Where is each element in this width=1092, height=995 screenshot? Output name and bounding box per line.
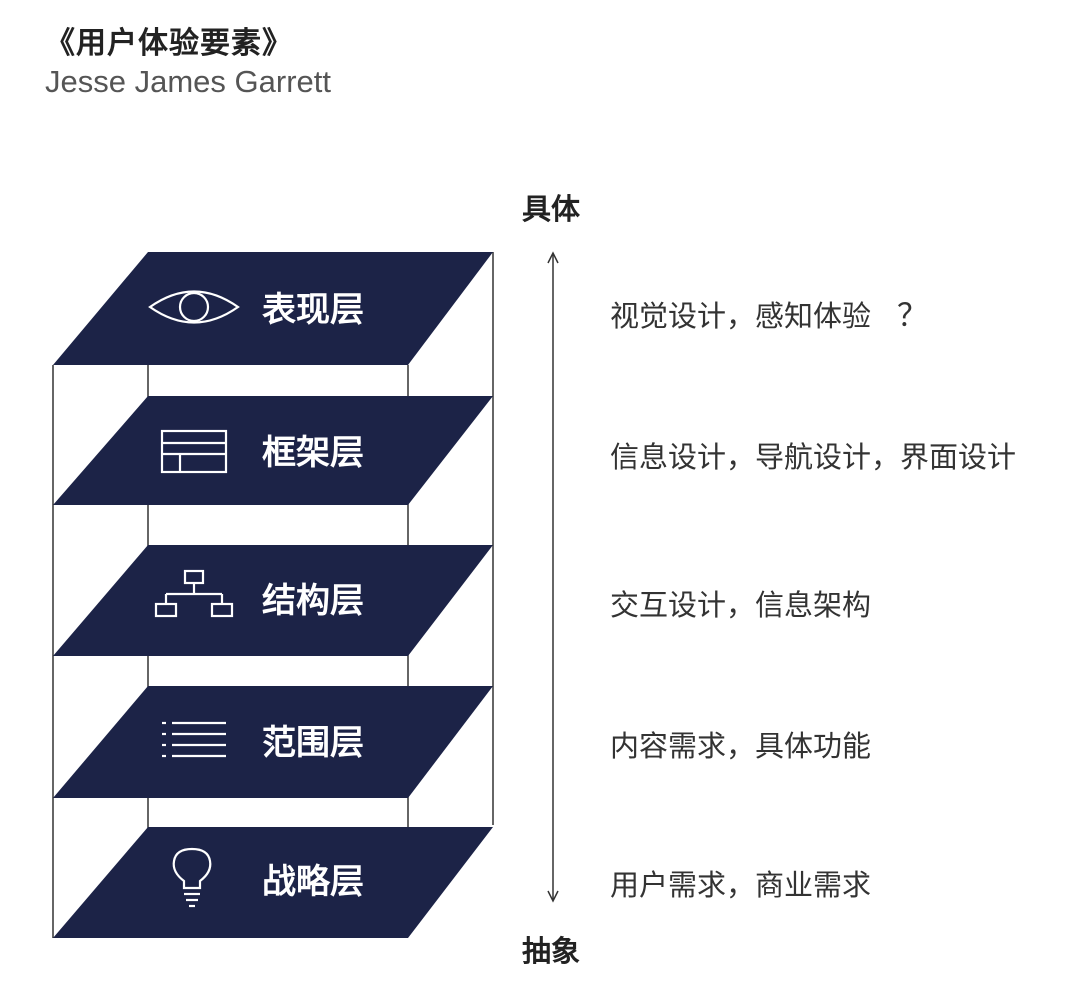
layer-surface-label: 表现层 — [262, 290, 364, 330]
arrow-up-icon — [547, 251, 559, 264]
layer-scope-description: 内容需求，具体功能 — [610, 729, 872, 763]
layer-scope-label: 范围层 — [262, 723, 364, 763]
layer-strategy-description: 用户需求，商业需求 — [610, 868, 872, 902]
eye-icon — [148, 290, 240, 324]
layer-strategy-label: 战略层 — [262, 862, 364, 902]
lightbulb-icon — [172, 847, 212, 908]
layer-strategy: 战略层 — [53, 827, 493, 938]
layer-skeleton-plane — [53, 396, 493, 505]
question-mark: ？ — [897, 298, 929, 334]
layer-surface: 表现层 — [53, 252, 493, 365]
axis-bottom-label: 抽象 — [522, 934, 581, 968]
book-title: 《用户体验要素》 — [45, 26, 293, 61]
layer-surface-description-text: 视觉设计，感知体验 — [610, 299, 872, 333]
layer-surface-description: 视觉设计，感知体验 ？ — [610, 290, 928, 335]
layer-surface-plane — [53, 252, 493, 365]
axis-top-label: 具体 — [522, 192, 581, 226]
layer-structure: 结构层 — [53, 545, 493, 656]
author-name: Jesse James Garrett — [45, 64, 331, 99]
layer-scope-plane — [53, 686, 493, 798]
layer-structure-plane — [53, 545, 493, 656]
list-icon — [162, 721, 226, 758]
layer-scope: 范围层 — [53, 686, 493, 798]
arrow-down-icon — [547, 890, 559, 903]
layout-icon — [160, 429, 228, 474]
layer-skeleton: 框架层 — [53, 396, 493, 505]
layer-skeleton-description: 信息设计，导航设计，界面设计 — [610, 440, 1017, 474]
layer-skeleton-label: 框架层 — [262, 433, 364, 473]
layer-structure-description: 交互设计，信息架构 — [610, 588, 872, 622]
concrete-abstract-axis — [547, 251, 559, 903]
layer-structure-label: 结构层 — [262, 581, 364, 621]
layer-strategy-plane — [53, 827, 493, 938]
sitemap-icon — [154, 569, 234, 618]
